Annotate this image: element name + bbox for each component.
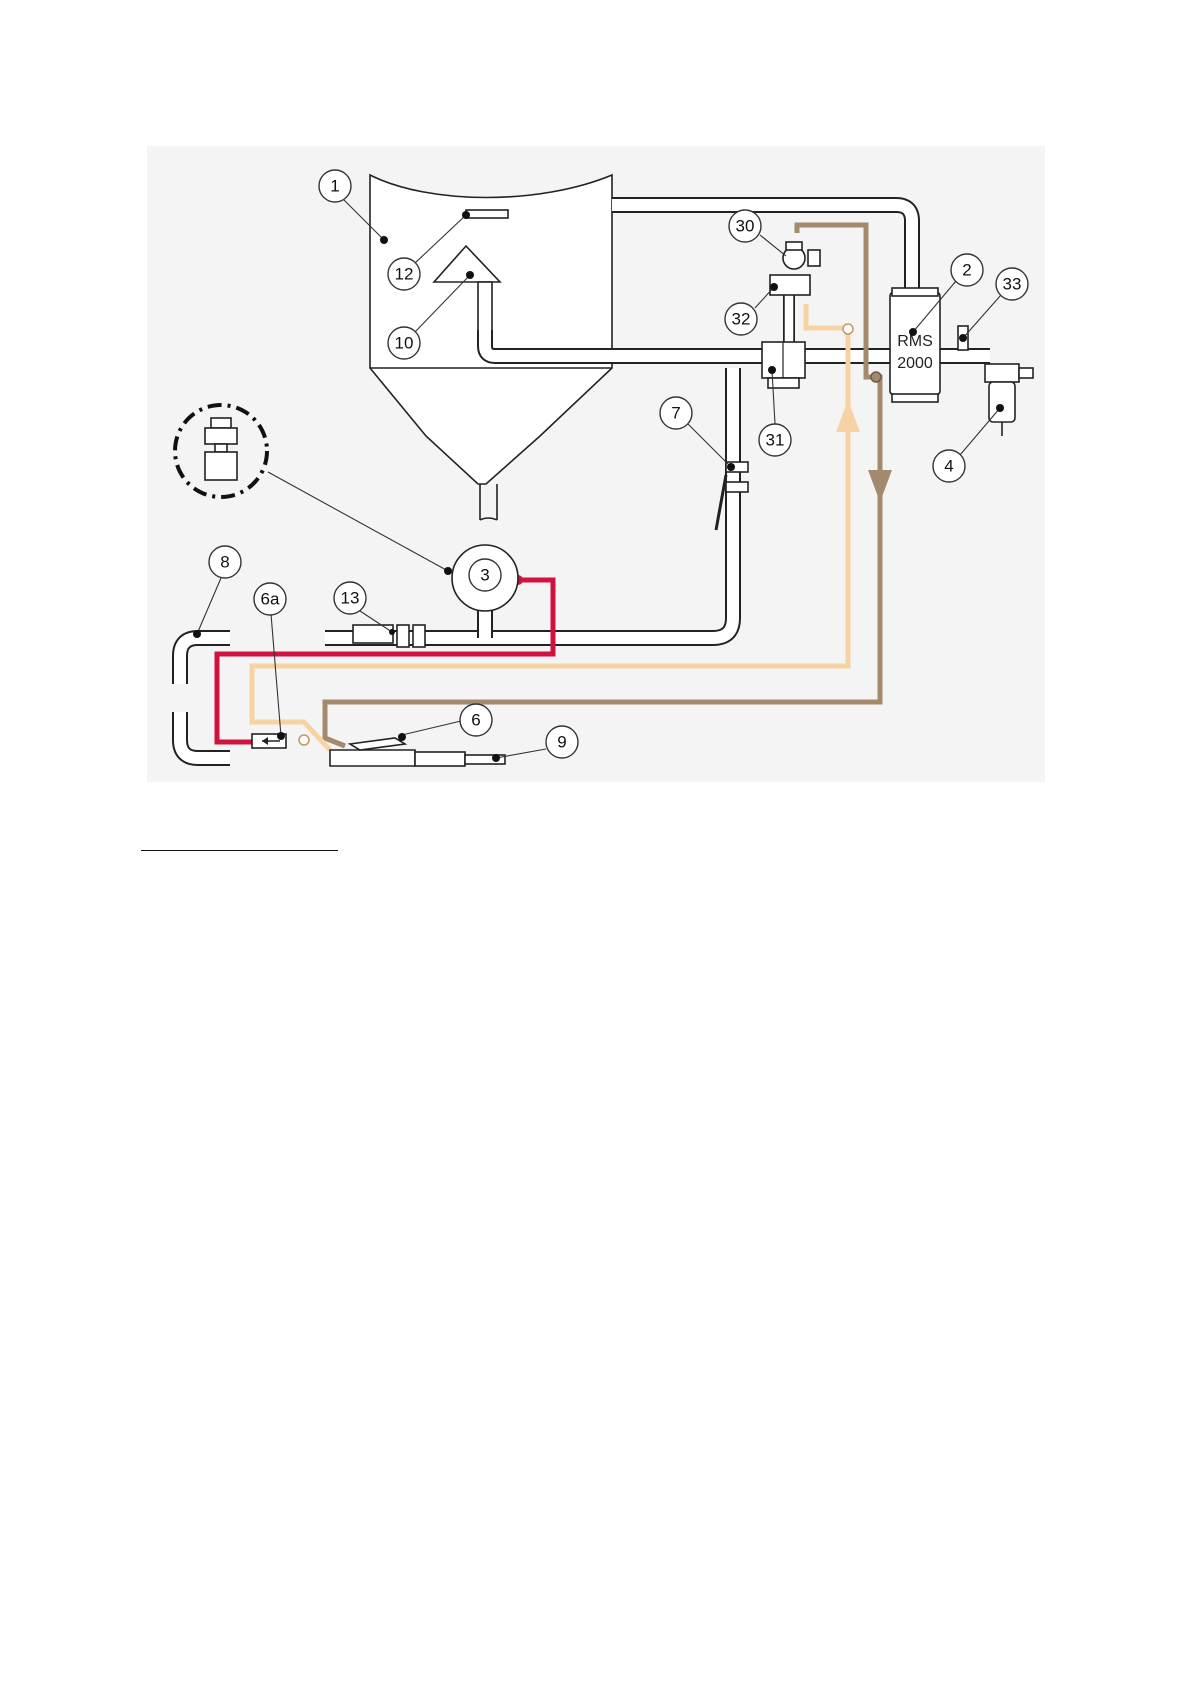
filter-4 xyxy=(985,364,1033,436)
callout-31: 31 xyxy=(766,431,785,450)
callout-30: 30 xyxy=(736,217,755,236)
callout-12: 12 xyxy=(395,265,414,284)
down-arrow-icon xyxy=(868,470,892,502)
callout-7: 7 xyxy=(671,404,680,423)
divider xyxy=(141,850,338,851)
callout-10: 10 xyxy=(395,334,414,353)
callout-3: 3 xyxy=(480,566,489,585)
callout-8: 8 xyxy=(220,553,229,572)
up-arrow-icon xyxy=(836,400,860,432)
rms-label-line2: 2000 xyxy=(897,355,933,372)
spray-gun-6 xyxy=(330,738,505,766)
detail-inset xyxy=(175,405,267,497)
callout-6: 6 xyxy=(471,711,480,730)
callout-13: 13 xyxy=(341,589,360,608)
rms-label-line1: RMS xyxy=(897,333,933,350)
callout-2: 2 xyxy=(962,261,971,280)
valve-30 xyxy=(783,242,820,269)
callout-4: 4 xyxy=(944,457,953,476)
callout-1: 1 xyxy=(330,177,339,196)
callout-32: 32 xyxy=(732,310,751,329)
callout-33: 33 xyxy=(1003,275,1022,294)
coupling-13 xyxy=(353,625,425,647)
callout-6a: 6a xyxy=(261,590,280,609)
level-sensor xyxy=(466,210,508,218)
callout-9: 9 xyxy=(557,733,566,752)
rms-2000-unit: RMS 2000 xyxy=(890,288,940,402)
valve-block xyxy=(762,342,805,388)
